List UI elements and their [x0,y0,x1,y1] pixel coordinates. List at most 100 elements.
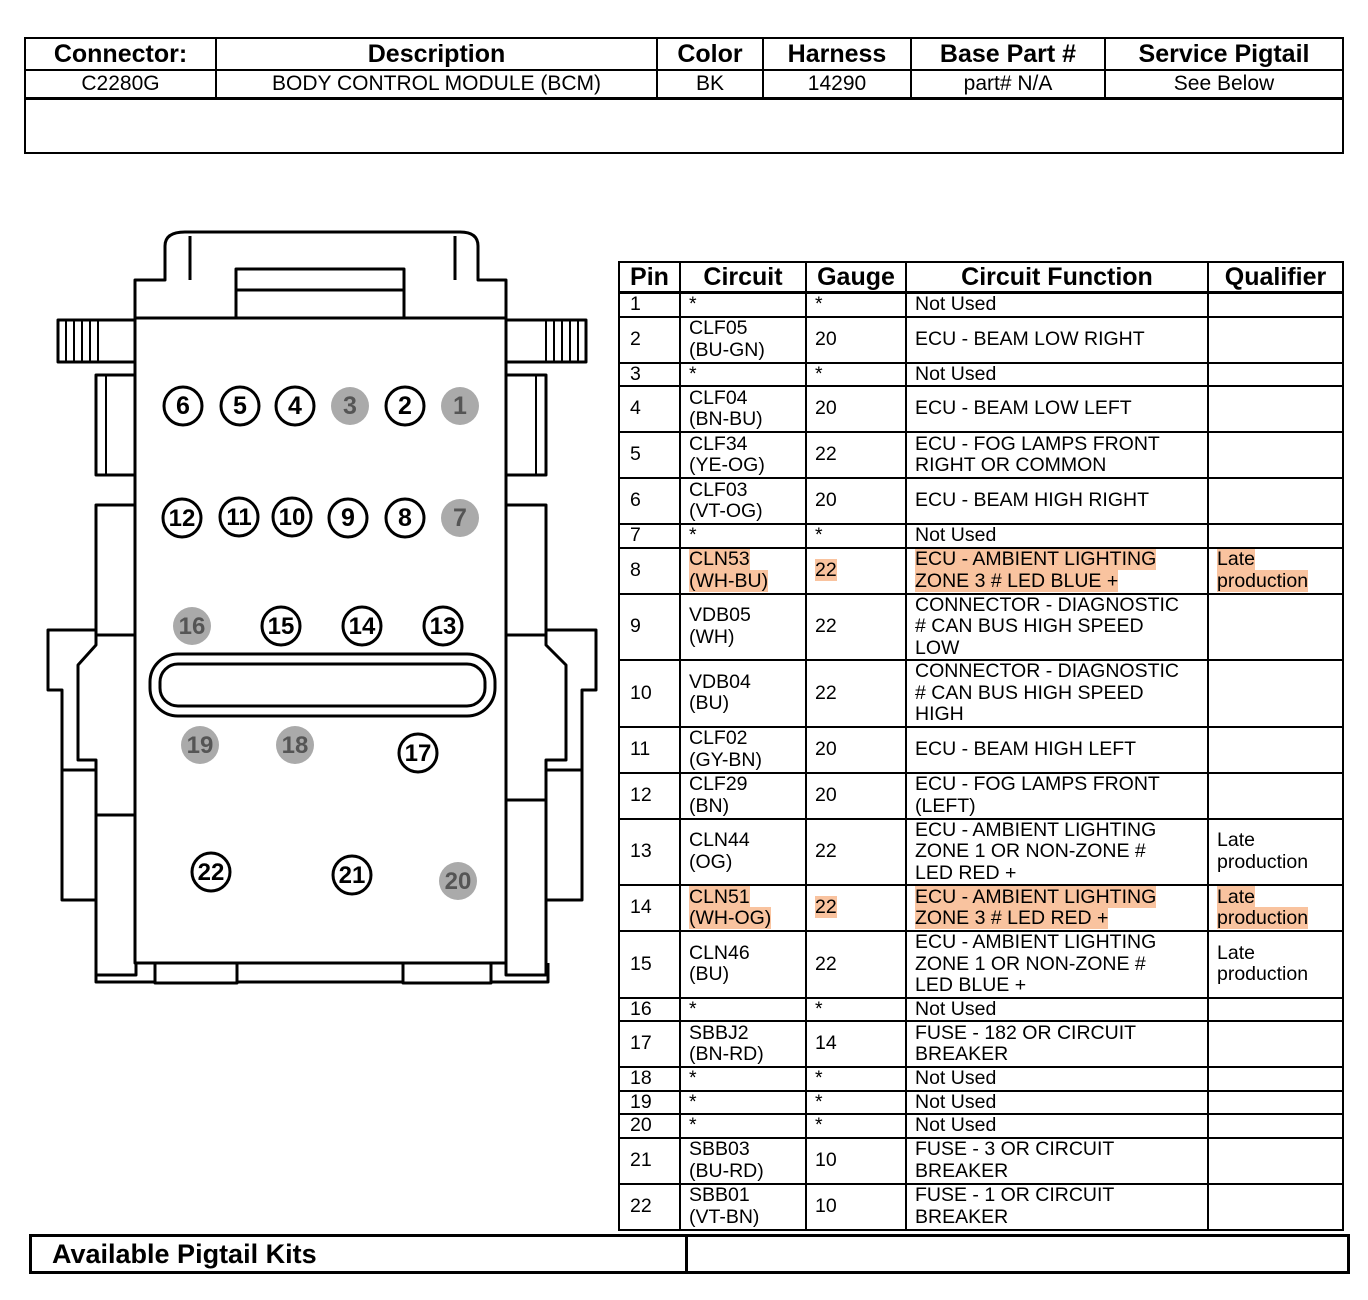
function-text: ECU - AMBIENT LIGHTING [915,818,1157,841]
pin-circle [422,605,464,647]
header-notes-row [24,97,1344,154]
circuit-cell: * [679,1066,807,1092]
function-text: BREAKER [915,1159,1009,1182]
gauge-cell: 22 [805,884,907,932]
qualifier-cell [1207,385,1344,433]
gauge-text: 20 [815,783,837,806]
pin-number: 16 [179,613,206,640]
circuit-cell: * [679,1089,807,1115]
pin-circle [271,496,313,538]
function-column-header: Circuit Function [905,261,1209,294]
pin-number: 17 [405,740,432,767]
connector-pin-19: 19 [181,726,219,764]
gauge-cell: 20 [805,771,907,820]
pin-number: 3 [343,392,357,420]
pin-row-20: 20**Not Used [618,1113,1344,1139]
gauge-cell: 10 [805,1182,907,1231]
pin-number: 9 [341,504,355,532]
pin-circle [162,385,204,427]
gauge-text: * [815,997,823,1020]
pin-circle [173,607,211,645]
pin-number-text: 5 [630,443,641,466]
pin-number-cell: 12 [618,771,681,820]
circuit-text: (WH) [689,625,735,648]
connector-pin-22: 22 [190,851,232,893]
circuit-cell: CLF34(YE-OG) [679,431,807,479]
pin-number-text: 6 [630,489,641,512]
function-text: ZONE 3 # LED RED + [915,907,1109,929]
circuit-cell: CLN51(WH-OG) [679,884,807,932]
header-notes-cell [24,97,1344,154]
header-connector-label: Connector: [24,37,217,71]
circuit-text: SBB01 [689,1184,750,1206]
qualifier-text: Late [1217,885,1255,908]
pin-number: 2 [398,392,412,420]
pin-number: 13 [430,613,457,640]
function-text: ZONE 1 OR NON-ZONE # [915,840,1146,862]
pin-number: 5 [233,392,247,420]
pin-number: 1 [453,392,467,420]
gauge-column-header: Gauge [805,261,907,294]
connector-pin-11: 11 [218,496,260,538]
circuit-cell: * [679,996,807,1022]
gauge-text: 22 [815,896,837,919]
qualifier-column-header: Qualifier [1207,261,1344,294]
pin-number-text: 13 [630,840,652,862]
circuit-cell: CLF05(BU-GN) [679,315,807,364]
pin-circle [274,385,316,427]
function-text: LED BLUE + [915,974,1027,996]
connector-pin-12: 12 [161,497,203,539]
circuit-text: * [689,1114,697,1136]
circuit-cell: SBB03(BU-RD) [679,1136,807,1185]
pin-number-text: 1 [630,293,641,315]
circuit-function-cell: ECU - BEAM HIGH LEFT [905,725,1209,774]
pin-number: 15 [268,613,295,640]
qualifier-text: production [1217,569,1309,592]
circuit-function-cell: CONNECTOR - DIAGNOSTIC# CAN BUS HIGH SPE… [905,592,1209,661]
gauge-cell: * [805,361,907,387]
gauge-text: 20 [815,737,837,760]
header-description-label: Description [215,37,658,71]
circuit-text: VDB04 [689,670,751,693]
header-service-pigtail-label: Service Pigtail [1104,37,1344,71]
pin-circle [441,387,479,425]
qualifier-cell [1207,315,1344,364]
gauge-text: 22 [815,443,837,466]
pin-column-header: Pin [618,261,681,294]
pin-number-text: 10 [630,681,652,704]
circuit-text: * [689,997,697,1020]
pin-number-text: 4 [630,397,641,420]
pin-circle [384,497,426,539]
function-text: FUSE - 1 OR CIRCUIT [915,1184,1115,1206]
circuit-function-cell: ECU - BEAM LOW RIGHT [905,315,1209,364]
circuit-column-header: Circuit [679,261,807,294]
connector-outline [46,230,598,985]
qualifier-cell [1207,1113,1344,1139]
qualifier-cell [1207,1136,1344,1185]
connector-pin-17: 17 [397,732,439,774]
pin-number-cell: 19 [618,1089,681,1115]
circuit-function-cell: ECU - BEAM LOW LEFT [905,385,1209,433]
gauge-cell: * [805,523,907,549]
function-text: ZONE 3 # LED BLUE + [915,569,1119,592]
circuit-text: CLN44 [689,829,750,852]
gauge-text: * [815,524,823,546]
gauge-cell: 22 [805,546,907,595]
pin-number: 21 [339,862,366,889]
